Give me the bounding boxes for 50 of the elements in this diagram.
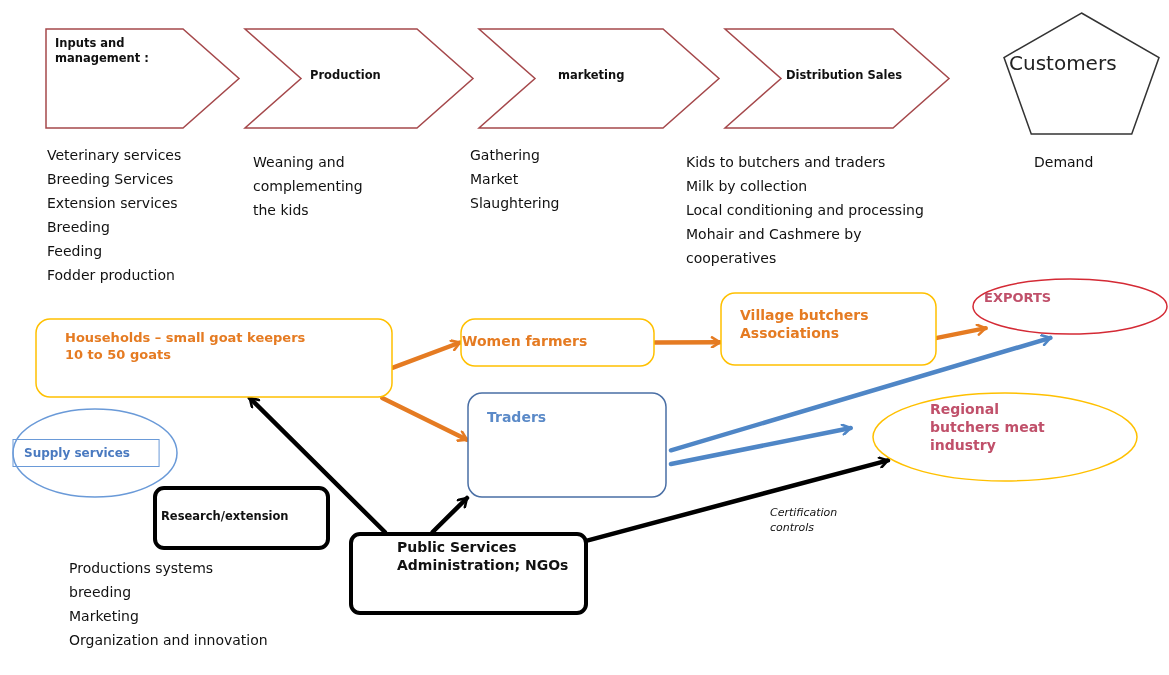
list-entry: Marketing [69,607,139,626]
actor-box [460,318,655,367]
customer-pentagon [1003,12,1160,135]
list-entry: Weaning and complementing the kids [253,153,364,220]
market-ellipse [872,392,1138,482]
actor-box [467,392,667,498]
node-label: Households – small goat keepers 10 to 50 goats [65,330,307,364]
market-ellipse [972,278,1168,335]
list-entry: Demand [1034,153,1094,172]
list-entry: Veterinary services [47,146,182,165]
stage-label: marketing [558,68,626,83]
node-label: Public Services Administration; NGOs [397,538,570,575]
value-chain-stage [724,28,950,129]
actor-box [349,532,588,615]
node-label: Regional butchers meat industry [930,400,1046,455]
list-entry: Kids to butchers and traders [686,153,887,172]
node-label: Women farmers [462,332,589,351]
list-entry: Organization and innovation [69,631,268,650]
stage-label: Customers [1009,50,1118,76]
value-chain-stage [478,28,720,129]
list-entry: Extension services [47,194,178,213]
node-label: Traders [487,408,548,427]
stage-label: Inputs and management : [55,36,150,66]
list-entry: breeding [69,583,132,602]
value-chain-stage [244,28,474,129]
list-entry: Mohair and Cashmere by cooperatives [686,225,863,268]
arrow [430,495,470,535]
list-entry: Gathering [470,146,540,165]
list-entry: Market [470,170,519,189]
stage-label: Distribution Sales [786,68,904,83]
list-entry: Slaughtering [470,194,560,213]
stage-label: Production [310,68,382,83]
actor-box [35,318,393,398]
value-chain-stage [45,28,240,129]
actor-box [153,486,330,550]
node-label: EXPORTS [984,290,1053,307]
service-ellipse [12,408,178,498]
list-entry: Breeding Services [47,170,174,189]
list-entry: Feeding [47,242,103,261]
actor-box [720,292,937,366]
node-label: Village butchers Associations [740,306,870,343]
list-entry: Local conditioning and processing [686,201,925,220]
list-entry: Fodder production [47,266,175,285]
arrow [668,334,1053,453]
node-label: Research/extension [161,509,290,524]
node-label: Supply services [24,446,131,462]
list-entry: Breeding [47,218,110,237]
list-entry: Milk by collection [686,177,809,196]
list-entry: Productions systems [69,559,214,578]
arrow [668,423,853,467]
